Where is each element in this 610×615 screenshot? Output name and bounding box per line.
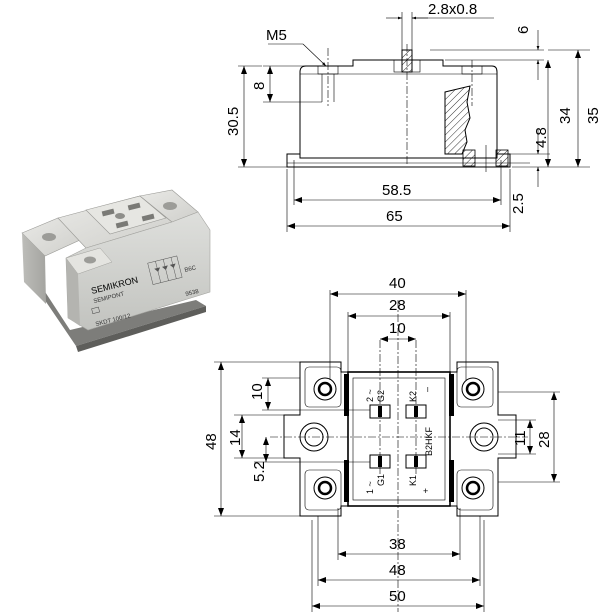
width-40-label: 40 bbox=[389, 275, 406, 292]
base-2-5-label: 2.5 bbox=[510, 193, 527, 214]
bar-top-left bbox=[344, 374, 349, 416]
mount-hole-right-inner bbox=[474, 427, 494, 447]
term-g1-label: G1 bbox=[376, 474, 386, 486]
photo-terminal-3 bbox=[115, 220, 129, 229]
term-plus-label: + bbox=[423, 486, 428, 496]
thread-label: M5 bbox=[266, 27, 287, 44]
dim-14-label: 14 bbox=[227, 429, 244, 446]
bar-bottom-left bbox=[344, 460, 349, 502]
pin-k2-core bbox=[414, 406, 418, 417]
body-height-label: 30.5 bbox=[225, 107, 242, 136]
section-cut bbox=[444, 85, 471, 155]
top-inner-body bbox=[347, 371, 451, 507]
screw-top-right-outer bbox=[461, 377, 485, 401]
thread-leader-arrow bbox=[302, 43, 327, 67]
pin-size-label: 2.8x0.8 bbox=[428, 1, 477, 18]
dim-arrows-11 bbox=[527, 420, 533, 454]
total-35-label: 35 bbox=[585, 107, 602, 124]
pad-bottom-left bbox=[304, 469, 342, 511]
photo-screw-left bbox=[42, 233, 56, 241]
pad-bottom-right bbox=[456, 469, 494, 511]
screw-top-left-inner bbox=[317, 381, 333, 397]
dim-50-label: 50 bbox=[389, 588, 406, 605]
dim-arrows-10h bbox=[380, 336, 416, 342]
photo-left-block-side bbox=[22, 233, 46, 304]
term-2-label: 2 ~ bbox=[365, 389, 375, 402]
photo-date-code: 9538 bbox=[185, 289, 200, 298]
side-view: 2.8x0.8 M5 6 8 30.5 34 35 bbox=[225, 1, 602, 232]
dim-48b-label: 48 bbox=[389, 562, 406, 579]
term-g2-label: G2 bbox=[376, 390, 386, 402]
dim-5-2-label: 5.2 bbox=[251, 461, 268, 482]
bar-bottom-right bbox=[449, 460, 454, 502]
bar-top-right bbox=[449, 374, 454, 416]
section-base-right bbox=[495, 149, 509, 167]
term-b2hkf-label: B2HKF bbox=[424, 426, 434, 456]
pad-top-left bbox=[304, 366, 342, 408]
screw-top-right-inner bbox=[465, 381, 481, 397]
pin-g2 bbox=[369, 404, 391, 419]
screw-bottom-right-outer bbox=[461, 476, 485, 500]
hole-span-label: 58.5 bbox=[382, 182, 411, 199]
top-outline bbox=[283, 361, 517, 517]
photo-terminal-1 bbox=[101, 208, 115, 217]
screw-bottom-left-outer bbox=[313, 476, 337, 500]
photo-front-screw bbox=[84, 256, 96, 264]
photo-terminal-2 bbox=[127, 202, 141, 211]
pin-height-label: 6 bbox=[515, 26, 532, 34]
dim-arrows-10v bbox=[265, 378, 271, 410]
photo-screw-right bbox=[163, 202, 177, 210]
total-34-label: 34 bbox=[557, 107, 574, 124]
screw-bottom-right-inner bbox=[465, 480, 481, 496]
photo-base-edge bbox=[76, 306, 206, 352]
term-minus-label: – bbox=[422, 387, 432, 392]
photo-base-plate bbox=[36, 278, 206, 346]
pin-k1-core bbox=[414, 456, 418, 467]
screw-bottom-left-inner bbox=[317, 480, 333, 496]
pin-k1 bbox=[405, 454, 427, 469]
dim-arrows-5-2 bbox=[263, 437, 269, 462]
dim-38-label: 38 bbox=[389, 536, 406, 553]
term-k2-label: K2 bbox=[408, 391, 418, 402]
pin-k2 bbox=[405, 404, 427, 419]
photo-terminal-4 bbox=[141, 213, 155, 222]
pin-g2-core bbox=[378, 406, 382, 417]
dim-28r-label: 28 bbox=[536, 431, 553, 448]
pin-g1-core bbox=[378, 456, 382, 467]
section-base-left bbox=[462, 149, 476, 167]
pin-g1 bbox=[369, 454, 391, 469]
photo-circuit-code: B6C bbox=[184, 265, 197, 274]
width-10-label: 10 bbox=[389, 320, 406, 337]
term-k1-label: K1 bbox=[408, 475, 418, 486]
base-plate-outline bbox=[286, 153, 511, 168]
product-photo: SEMIKRON SEMIPONT SKDT 100/12 B6C 9538 bbox=[21, 189, 211, 352]
base-4-8-label: 4.8 bbox=[533, 127, 550, 148]
screw-top-left-outer bbox=[313, 377, 337, 401]
height-48-label: 48 bbox=[203, 433, 220, 450]
dim-10v-label: 10 bbox=[249, 383, 266, 400]
dim-arrows-8 bbox=[267, 66, 273, 102]
nut-depth-label: 8 bbox=[251, 82, 268, 90]
top-inner-recess bbox=[352, 377, 446, 501]
length-label: 65 bbox=[386, 208, 403, 225]
width-28-label: 28 bbox=[389, 297, 406, 314]
photo-ul-mark bbox=[91, 306, 100, 314]
photo-circuit-symbol bbox=[147, 255, 183, 285]
term-1-label: 1 ~ bbox=[365, 481, 375, 494]
dim-11-label: 11 bbox=[512, 430, 529, 446]
photo-center-screw bbox=[115, 213, 125, 219]
photo-terminal-block bbox=[85, 195, 167, 235]
pad-top-right bbox=[456, 366, 494, 408]
photo-front-block-side bbox=[66, 258, 80, 326]
top-view: 2 ~ G2 K2 – B2HKF 1 ~ G1 K1 + 40 28 10 4… bbox=[203, 275, 560, 612]
